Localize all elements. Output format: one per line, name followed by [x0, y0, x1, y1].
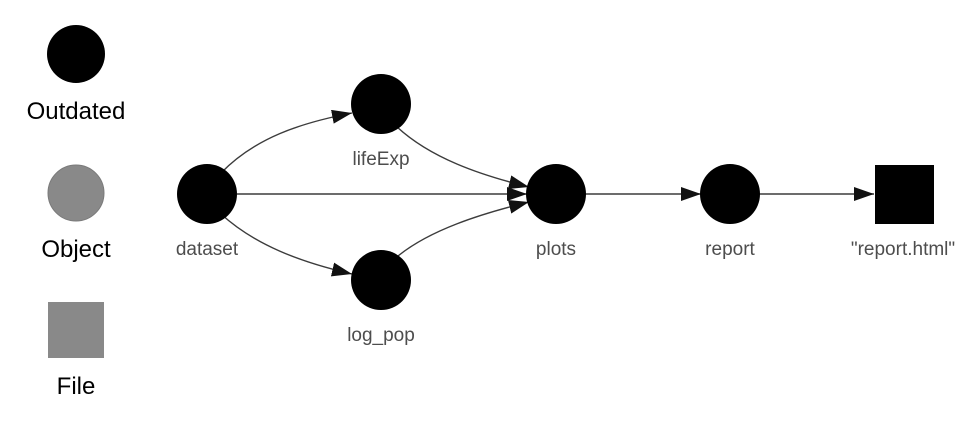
node-report-label: report — [705, 239, 755, 260]
legend-object-symbol — [47, 164, 105, 222]
node-plots[interactable]: plots — [526, 164, 586, 260]
edge-dataset-lifeExp — [220, 109, 353, 174]
node-lifeExp-label: lifeExp — [352, 149, 409, 170]
legend-file-symbol — [48, 302, 104, 358]
node-lifeExp-shape[interactable] — [351, 74, 411, 134]
edge-dataset-log-pop — [220, 213, 353, 277]
edges — [220, 109, 874, 277]
legend-outdated-symbol — [47, 25, 105, 83]
node-log-pop-label: log_pop — [347, 325, 415, 346]
edge-lifeExp-plots — [395, 125, 530, 190]
legend-file-label: File — [57, 373, 96, 400]
legend: Outdated Object File — [27, 25, 126, 400]
node-dataset-label: dataset — [176, 239, 239, 260]
node-report-html-label: "report.html" — [851, 239, 955, 260]
node-lifeExp[interactable]: lifeExp — [351, 74, 411, 170]
node-report-html-shape[interactable] — [875, 165, 934, 224]
node-dataset-shape[interactable] — [177, 164, 237, 224]
legend-outdated-label: Outdated — [27, 98, 126, 125]
node-log-pop[interactable]: log_pop — [347, 250, 415, 346]
nodes: dataset lifeExp log_pop plots report "re… — [176, 74, 955, 346]
node-plots-label: plots — [536, 239, 576, 260]
node-report-shape[interactable] — [700, 164, 760, 224]
node-plots-shape[interactable] — [526, 164, 586, 224]
node-report[interactable]: report — [700, 164, 760, 260]
legend-object-label: Object — [41, 236, 111, 263]
node-report-html[interactable]: "report.html" — [851, 165, 955, 260]
node-dataset[interactable]: dataset — [176, 164, 239, 260]
edge-log-pop-plots — [397, 199, 530, 257]
node-log-pop-shape[interactable] — [351, 250, 411, 310]
